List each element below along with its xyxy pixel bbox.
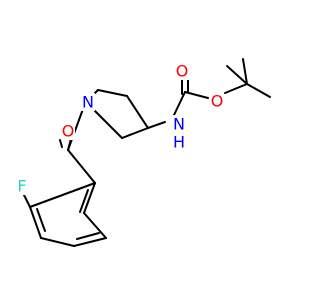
bond-carbonyl-c-nh [173, 91, 186, 116]
bond-ring-n-c2 [93, 109, 123, 139]
atom-o-carbonyl-background [175, 62, 189, 80]
bond-aryl-1-2 [83, 182, 96, 214]
bond-aryl-inner-3 [36, 208, 46, 232]
bond-aryl-f [22, 192, 31, 208]
atom-nh-label: N [173, 115, 185, 134]
bond-ring-c2-c3 [121, 127, 149, 139]
atom-o-ester-label: O [211, 92, 224, 111]
atom-f-label: F [17, 177, 26, 196]
bond-ring-c4-c5 [97, 89, 128, 97]
atom-nh-h-background [173, 133, 185, 151]
atom-o-amide-label: O [62, 122, 75, 141]
atom-n-ring-label: N [82, 93, 94, 112]
atom-o-ester-background [210, 92, 224, 110]
bond-aryl-4-5 [40, 237, 75, 247]
bond-tbu-methyl-right [246, 83, 271, 98]
bond-aryl-inner-2 [76, 232, 100, 240]
bond-tbu-methyl-top [242, 58, 248, 85]
atom-nh-background [172, 115, 186, 133]
bond-aryl-5-6 [29, 206, 42, 239]
bond-o-ester-carbonyl-c [184, 91, 209, 99]
bond-nh-ring-c3 [147, 121, 166, 129]
atom-n-ring-background [81, 93, 95, 111]
atom-f-background [15, 177, 29, 195]
atom-o-amide-background [61, 122, 75, 140]
bond-amide-double-b [59, 139, 63, 148]
bond-aryl-3-4 [73, 237, 107, 247]
bond-tbu-o-ester [224, 83, 248, 94]
bond-aryl-2-3 [83, 212, 107, 239]
bond-amide-c-aryl [67, 149, 96, 184]
bonds [22, 58, 271, 247]
atom-o-carbonyl-label: O [176, 62, 189, 81]
bond-aryl-6-1 [29, 182, 96, 208]
bond-ring-c3-c4 [126, 95, 149, 129]
bond-aryl-inner-1 [79, 189, 89, 213]
atom-nh-h-label: H [173, 133, 185, 152]
bond-tbu-methyl-left [226, 65, 248, 85]
